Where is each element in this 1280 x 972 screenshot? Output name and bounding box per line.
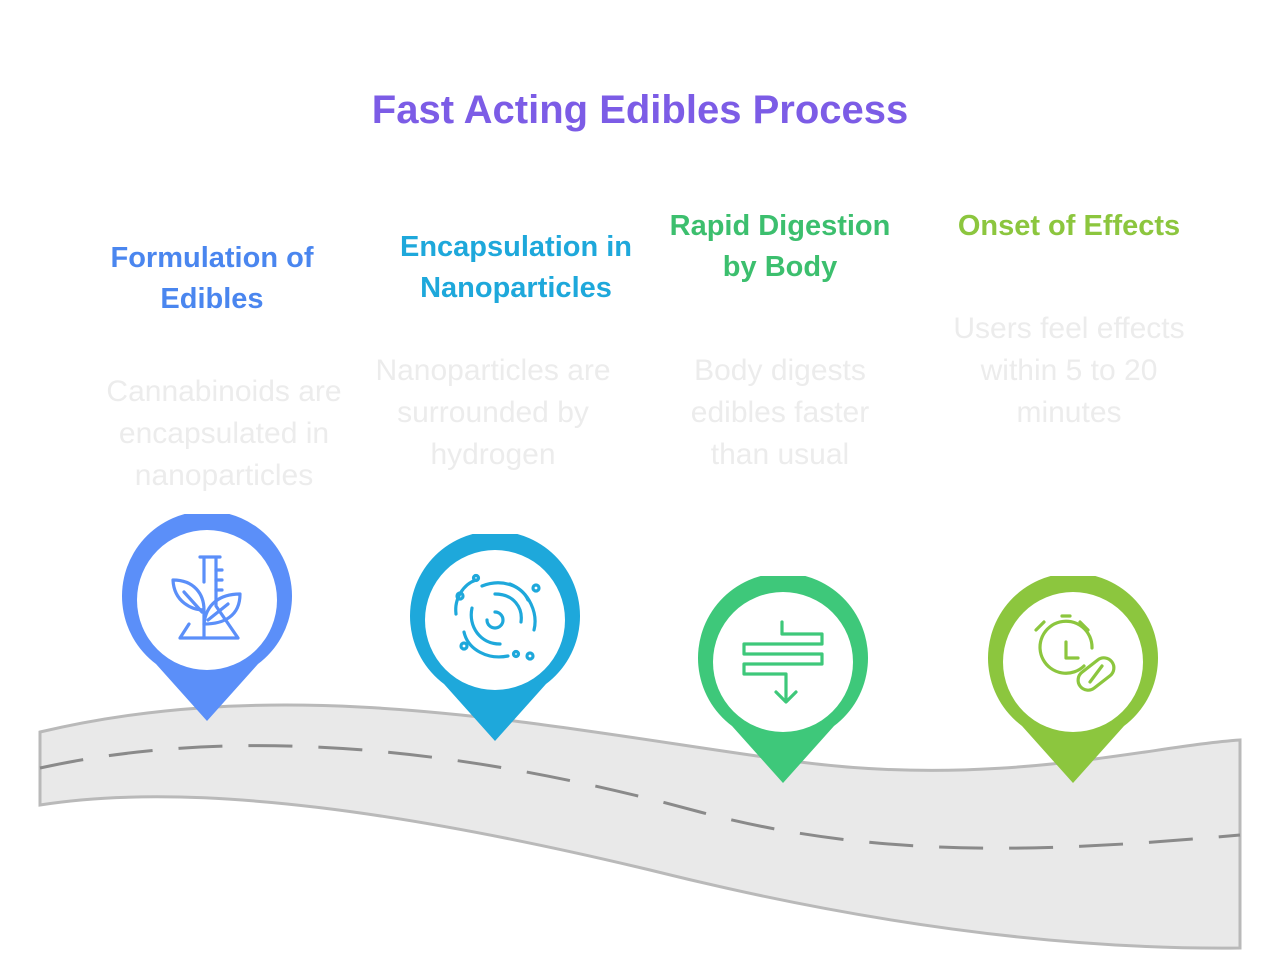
step-2-description: Nanoparticles are surrounded by hydrogen [375,354,611,471]
road-center-dashes [39,744,1241,850]
plant-flask-icon [171,555,242,640]
step-1-pin [122,514,292,721]
digestion-flow-icon [742,620,824,704]
step-4-title: Onset of Effects [957,210,1181,242]
step-1-title: Formulation of Edibles [110,242,314,315]
swirl-particles-icon [454,573,541,661]
step-4-pin [988,576,1158,783]
step-3-title: Rapid Digestion by Body [669,210,891,283]
step-4-description: Users feel effects within 5 to 20 minute… [953,312,1185,429]
alarm-clock-pill-icon [1034,614,1116,692]
step-3-description: Body digests edibles faster than usual [690,354,870,471]
step-1-description: Cannabinoids are encapsulated in nanopar… [106,375,342,492]
step-2-pin [410,534,580,741]
page-title: Fast Acting Edibles Process [371,88,909,132]
step-3-pin [698,576,868,783]
step-2-title: Encapsulation in Nanoparticles [399,231,633,304]
road-surface [38,703,1242,950]
